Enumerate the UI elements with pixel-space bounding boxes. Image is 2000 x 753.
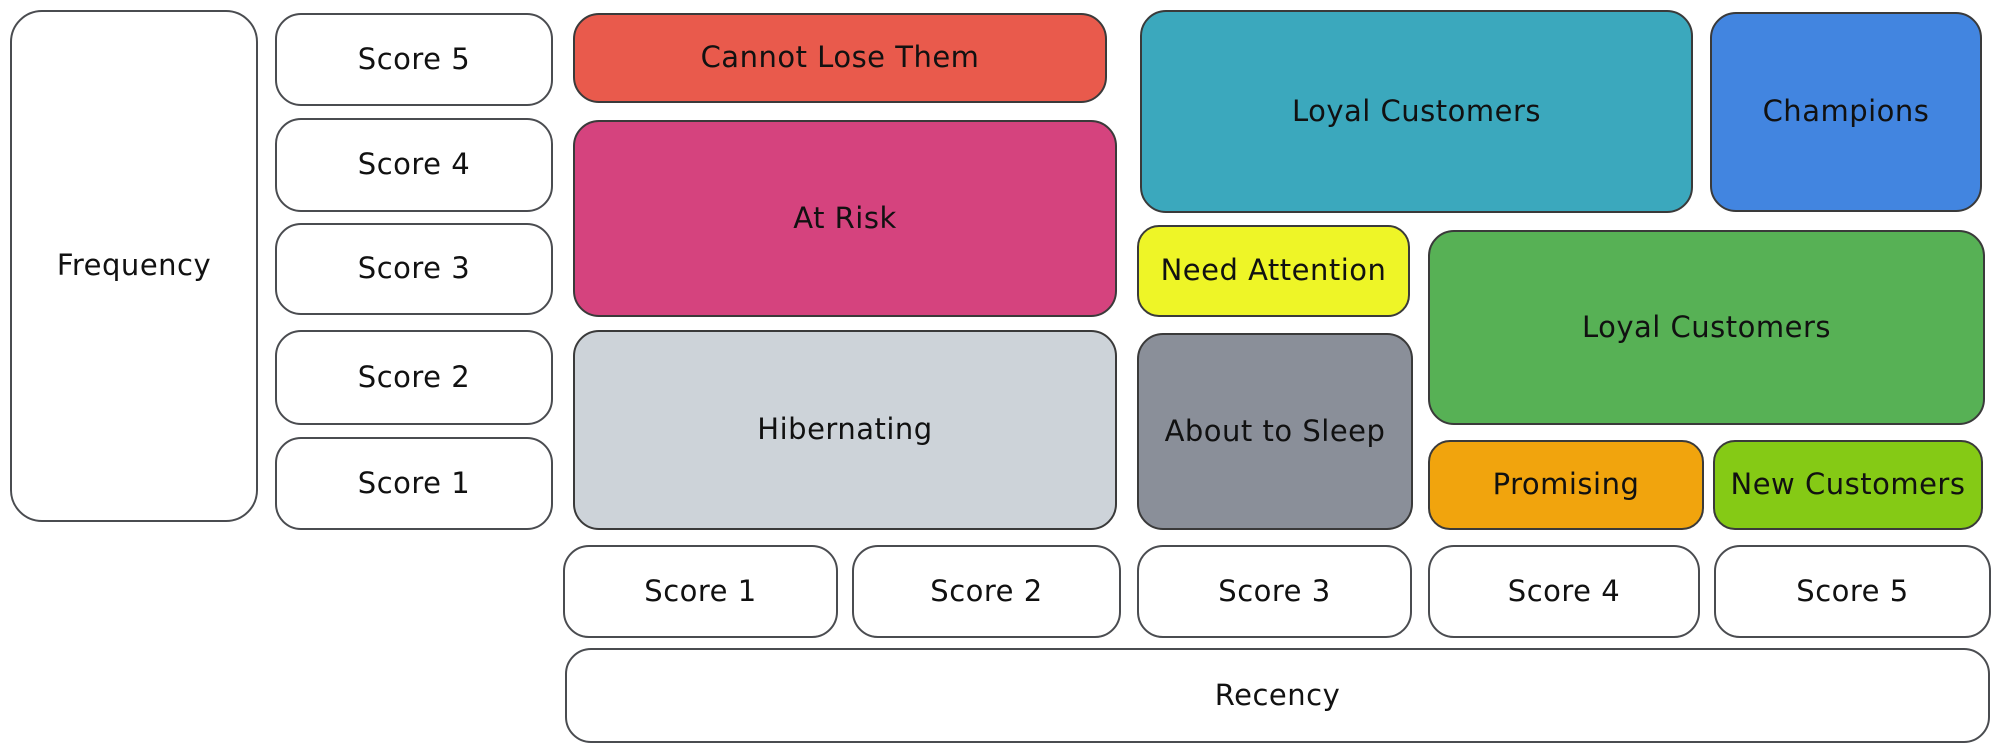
frequency-score-4: Score 4: [275, 118, 553, 212]
recency-score-label: Score 2: [930, 573, 1043, 608]
segment-about-to-sleep: About to Sleep: [1137, 333, 1413, 530]
segment-label: Need Attention: [1160, 253, 1387, 288]
recency-axis-box: Recency: [565, 648, 1990, 743]
frequency-score-label: Score 4: [357, 147, 471, 182]
segment-label: Cannot Lose Them: [700, 40, 980, 75]
recency-score-label: Score 3: [1218, 573, 1331, 608]
recency-score-2: Score 2: [852, 545, 1121, 638]
segment-new-customers: New Customers: [1713, 440, 1983, 530]
recency-score-label: Score 5: [1796, 573, 1909, 608]
segment-champions: Champions: [1710, 12, 1982, 212]
frequency-axis-box: Frequency: [10, 10, 258, 522]
frequency-score-2: Score 2: [275, 330, 553, 425]
segment-loyal-customers-green: Loyal Customers: [1428, 230, 1985, 425]
segment-cannot-lose-them: Cannot Lose Them: [573, 13, 1107, 103]
segment-loyal-customers-teal: Loyal Customers: [1140, 10, 1693, 213]
segment-label: Loyal Customers: [1291, 93, 1542, 128]
recency-score-label: Score 1: [644, 573, 757, 608]
segment-label: Hibernating: [757, 412, 933, 447]
segment-at-risk: At Risk: [573, 120, 1117, 317]
segment-label: At Risk: [793, 200, 897, 235]
recency-score-1: Score 1: [563, 545, 838, 638]
segment-hibernating: Hibernating: [573, 330, 1117, 530]
segment-label: New Customers: [1730, 467, 1966, 502]
frequency-score-label: Score 2: [357, 359, 471, 394]
segment-label: Champions: [1762, 94, 1930, 129]
recency-score-4: Score 4: [1428, 545, 1700, 638]
segment-need-attention: Need Attention: [1137, 225, 1410, 317]
recency-score-3: Score 3: [1137, 545, 1412, 638]
segment-promising: Promising: [1428, 440, 1704, 530]
frequency-score-label: Score 1: [357, 465, 471, 500]
frequency-score-label: Score 3: [357, 251, 471, 286]
frequency-axis-label: Frequency: [56, 248, 212, 283]
recency-score-5: Score 5: [1714, 545, 1991, 638]
frequency-score-3: Score 3: [275, 223, 553, 315]
segment-label: Loyal Customers: [1581, 309, 1832, 344]
recency-score-label: Score 4: [1507, 573, 1621, 608]
segment-label: About to Sleep: [1164, 413, 1386, 448]
segment-label: Promising: [1492, 467, 1640, 502]
recency-axis-label: Recency: [1214, 677, 1341, 712]
frequency-score-1: Score 1: [275, 437, 553, 530]
frequency-score-label: Score 5: [357, 41, 471, 76]
frequency-score-5: Score 5: [275, 13, 553, 106]
